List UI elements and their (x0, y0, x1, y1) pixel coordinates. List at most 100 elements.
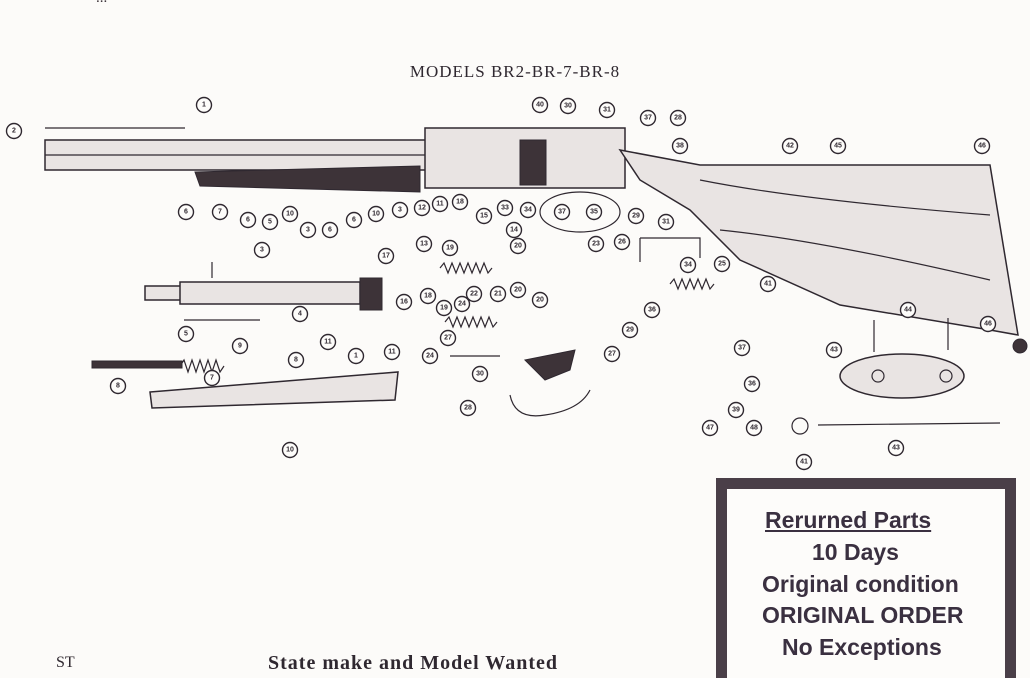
part-callout: 10 (367, 205, 385, 223)
callout-circle (679, 256, 697, 274)
callout-label: 22 (470, 291, 478, 298)
part-callout: 11 (319, 333, 337, 351)
part-callout: 22 (465, 285, 483, 303)
callout-label: 6 (352, 217, 356, 224)
callout-label: 7 (218, 209, 222, 216)
callout-circle (639, 109, 657, 127)
part-callout: 30 (471, 365, 489, 383)
part-callout: 34 (519, 201, 537, 219)
part-callout: 35 (585, 203, 603, 221)
callout-circle (419, 287, 437, 305)
callout-label: 12 (418, 205, 426, 212)
part-callout: 3 (253, 241, 271, 259)
part-callout: 30 (559, 97, 577, 115)
part-callout: 37 (553, 203, 571, 221)
callout-circle (415, 235, 433, 253)
part-callout: 6 (239, 211, 257, 229)
callout-label: 34 (524, 207, 532, 214)
exploded-parts (91, 237, 1001, 435)
part-callout: 39 (727, 401, 745, 419)
callout-label: 6 (328, 227, 332, 234)
notice-line: ORIGINAL ORDER (762, 602, 964, 628)
callout-circle (743, 375, 761, 393)
callout-circle (383, 343, 401, 361)
callout-circle (531, 291, 549, 309)
callout-label: 11 (324, 339, 332, 346)
callout-circle (441, 239, 459, 257)
part-callout: 3 (391, 201, 409, 219)
plunger (91, 360, 183, 369)
forearm-assembly (194, 165, 421, 193)
callout-label: 33 (501, 205, 509, 212)
callout-label: 16 (400, 299, 408, 306)
callout-circle (231, 337, 249, 355)
callout-label: 31 (662, 219, 670, 226)
part-callout: 10 (281, 205, 299, 223)
callout-label: 10 (286, 211, 294, 218)
callout-circle (413, 199, 431, 217)
callout-circle (603, 345, 621, 363)
callout-circle (195, 96, 213, 114)
part-callout: 47 (701, 419, 719, 437)
trigger (523, 349, 576, 381)
notice-title: Rerurned Parts (765, 507, 932, 533)
part-callout: 19 (435, 299, 453, 317)
callout-label: 8 (116, 383, 120, 390)
stock-bolt (817, 422, 1001, 426)
callout-circle (239, 211, 257, 229)
callout-circle (559, 97, 577, 115)
callout-label: 21 (494, 291, 502, 298)
part-callout: 44 (899, 301, 917, 319)
callout-label: 7 (210, 375, 214, 382)
part-callout: 21 (489, 285, 507, 303)
callout-label: 31 (603, 107, 611, 114)
callout-circle (553, 203, 571, 221)
callout-label: 46 (978, 143, 986, 150)
callout-label: 29 (626, 327, 634, 334)
callout-circle (671, 137, 689, 155)
callout-circle (281, 441, 299, 459)
part-callout: 8 (109, 377, 127, 395)
callout-label: 18 (424, 293, 432, 300)
part-callout: 41 (759, 275, 777, 293)
part-callout: 19 (441, 239, 459, 257)
part-callout: 7 (203, 369, 221, 387)
callout-circle (253, 241, 271, 259)
part-callout: 26 (613, 233, 631, 251)
callout-label: 42 (786, 143, 794, 150)
callout-circle (465, 285, 483, 303)
callout-circle (211, 203, 229, 221)
trigger-guard (509, 389, 591, 417)
callout-circle (489, 285, 507, 303)
notice-line: No Exceptions (782, 634, 942, 660)
callout-label: 35 (590, 209, 598, 216)
callout-label: 44 (904, 307, 912, 314)
callout-circle (781, 137, 799, 155)
part-callout: 45 (829, 137, 847, 155)
part-callout: 37 (639, 109, 657, 127)
callout-label: 43 (892, 445, 900, 452)
callout-circle (421, 347, 439, 365)
part-callout: 1 (347, 347, 365, 365)
part-callout: 1 (195, 96, 213, 114)
callout-label: 36 (748, 381, 756, 388)
callout-label: 5 (184, 331, 188, 338)
callout-circle (621, 321, 639, 339)
part-callout: 42 (781, 137, 799, 155)
part-callout: 48 (745, 419, 763, 437)
part-callout: 33 (496, 199, 514, 217)
callout-circle (439, 329, 457, 347)
hammer-bracket (639, 237, 701, 262)
notice-line: 10 Days (812, 539, 899, 565)
callout-circle (453, 295, 471, 313)
part-callout: 7 (211, 203, 229, 221)
callout-circle (519, 201, 537, 219)
callout-circle (643, 301, 661, 319)
callout-circle (587, 235, 605, 253)
callout-circle (627, 207, 645, 225)
callout-label: 1 (354, 353, 358, 360)
part-callout: 13 (415, 235, 433, 253)
callout-circle (377, 247, 395, 265)
notice-line: Original condition (762, 571, 959, 597)
